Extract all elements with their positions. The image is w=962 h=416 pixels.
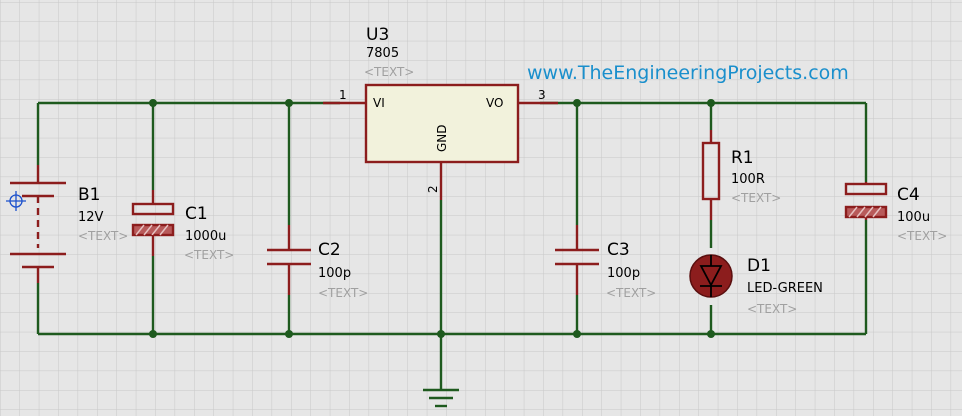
capacitor-c3[interactable]: C3 100p <TEXT>	[555, 225, 656, 300]
junction-dot	[573, 330, 581, 338]
c4-ref: C4	[897, 185, 920, 205]
resistor-r1[interactable]: R1 100R <TEXT>	[701, 130, 781, 220]
c3-ref: C3	[607, 240, 630, 260]
junction-dot	[437, 330, 445, 338]
c1-ref: C1	[185, 204, 208, 224]
led-triangle	[699, 265, 723, 287]
capacitor-c4[interactable]: C4 100u <TEXT>	[844, 182, 947, 243]
watermark-url: www.TheEngineeringProjects.com	[527, 62, 849, 84]
capacitor-positive-plate	[844, 182, 888, 196]
crosshair-icon	[6, 191, 26, 211]
r1-value: 100R	[731, 172, 765, 187]
regulator-u3[interactable]: U3 7805 <TEXT> VI VO GND 1 3 2	[323, 25, 558, 200]
regulator-pin-gnd-label: GND	[435, 124, 449, 152]
led-d1[interactable]: D1 LED-GREEN <TEXT>	[689, 254, 823, 316]
c4-value: 100u	[897, 210, 930, 225]
battery-ref: B1	[78, 185, 100, 205]
regulator-ref: U3	[366, 25, 389, 45]
wires	[36, 101, 868, 390]
d1-ref: D1	[747, 256, 771, 276]
d1-text: <TEXT>	[747, 302, 797, 316]
c2-ref: C2	[318, 240, 341, 260]
capacitor-negative-hatch	[135, 224, 169, 236]
battery-value: 12V	[78, 210, 104, 225]
junction-dot	[707, 330, 715, 338]
junction-dot	[149, 330, 157, 338]
c3-text: <TEXT>	[606, 286, 656, 300]
regulator-text: <TEXT>	[364, 65, 414, 79]
r1-ref: R1	[731, 148, 754, 168]
c4-text: <TEXT>	[897, 229, 947, 243]
junction-dot	[149, 99, 157, 107]
capacitor-negative-hatch	[848, 206, 882, 218]
c1-value: 1000u	[185, 229, 226, 244]
regulator-value: 7805	[366, 46, 399, 61]
c1-text: <TEXT>	[184, 248, 234, 262]
c2-value: 100p	[318, 266, 351, 281]
resistor-body	[701, 141, 721, 201]
junction-dot	[285, 330, 293, 338]
junctions	[149, 99, 715, 338]
regulator-body	[364, 83, 520, 164]
c3-value: 100p	[607, 266, 640, 281]
regulator-pin-vi-label: VI	[373, 96, 385, 110]
c2-text: <TEXT>	[318, 286, 368, 300]
capacitor-c2[interactable]: C2 100p <TEXT>	[267, 225, 368, 300]
capacitor-plate	[555, 248, 599, 266]
regulator-pin1-number: 1	[339, 88, 347, 102]
battery-text: <TEXT>	[78, 229, 128, 243]
regulator-pin2-number: 2	[426, 185, 440, 193]
regulator-pin-vo-label: VO	[486, 96, 503, 110]
capacitor-negative-plate	[844, 205, 888, 219]
ground-symbol	[423, 388, 459, 408]
junction-dot	[573, 99, 581, 107]
capacitor-plate	[267, 248, 311, 266]
junction-dot	[707, 99, 715, 107]
battery-b1[interactable]: B1 12V <TEXT>	[6, 165, 128, 283]
regulator-pin3-number: 3	[538, 88, 546, 102]
r1-text: <TEXT>	[731, 191, 781, 205]
d1-value: LED-GREEN	[747, 281, 823, 296]
capacitor-c1[interactable]: C1 1000u <TEXT>	[131, 190, 234, 262]
junction-dot	[285, 99, 293, 107]
